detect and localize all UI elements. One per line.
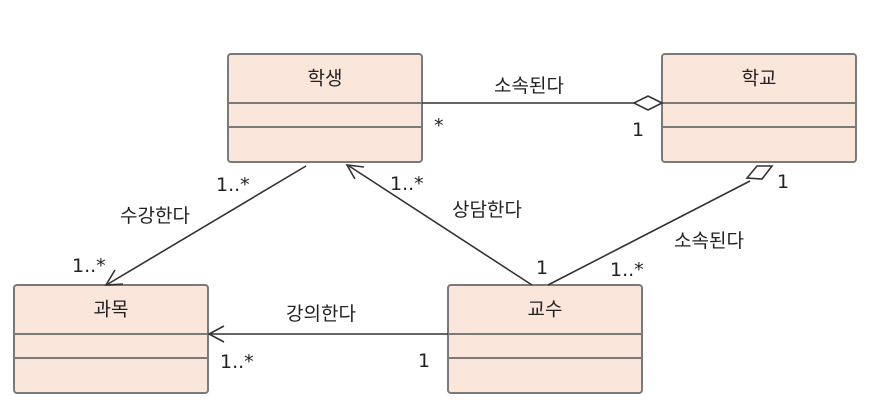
professor-course-mult-course: 1..*	[220, 351, 254, 373]
aggregation-diamond	[632, 95, 664, 111]
student-school-mult-student: *	[434, 115, 444, 137]
assoc-professor-school-label: 소속된다	[674, 230, 744, 252]
assoc-professor-school: 소속된다 1 1..*	[547, 165, 789, 286]
class-course[interactable]: 과목	[13, 284, 209, 394]
arrowhead	[207, 325, 225, 343]
assoc-student-course-label: 수강한다	[120, 205, 190, 227]
class-school-name: 학교	[742, 68, 777, 90]
class-student[interactable]: 학생	[227, 53, 423, 163]
assoc-student-school: 소속된다 * 1	[422, 75, 664, 141]
aggregation-diamond	[745, 165, 774, 180]
assoc-student-school-label: 소속된다	[494, 75, 564, 97]
professor-school-mult-school: 1	[777, 171, 789, 193]
assoc-professor-school-line	[547, 180, 751, 286]
assoc-professor-student: 상담한다 1..* 1	[345, 164, 548, 286]
class-course-name: 과목	[94, 299, 129, 321]
assoc-professor-course-label: 강의한다	[286, 303, 356, 325]
class-professor-name: 교수	[528, 299, 563, 321]
arrowhead	[345, 164, 365, 180]
arrowhead	[104, 269, 124, 286]
class-professor[interactable]: 교수	[447, 284, 643, 394]
professor-course-mult-professor: 1	[418, 350, 430, 372]
assoc-professor-course: 강의한다 1..* 1	[207, 303, 448, 373]
assoc-professor-student-label: 상담한다	[452, 199, 522, 221]
professor-student-mult-student: 1..*	[390, 173, 424, 195]
professor-school-mult-professor: 1..*	[610, 259, 644, 281]
assoc-student-course: 수강한다 1..* 1..*	[72, 165, 307, 286]
class-school[interactable]: 학교	[661, 53, 857, 163]
student-school-mult-school: 1	[632, 119, 644, 141]
student-course-mult-student: 1..*	[216, 174, 250, 196]
assoc-student-course-line	[107, 165, 307, 285]
class-student-name: 학생	[308, 68, 343, 90]
student-course-mult-course: 1..*	[72, 255, 106, 277]
assoc-professor-student-line	[348, 165, 533, 286]
professor-student-mult-professor: 1	[536, 257, 548, 279]
